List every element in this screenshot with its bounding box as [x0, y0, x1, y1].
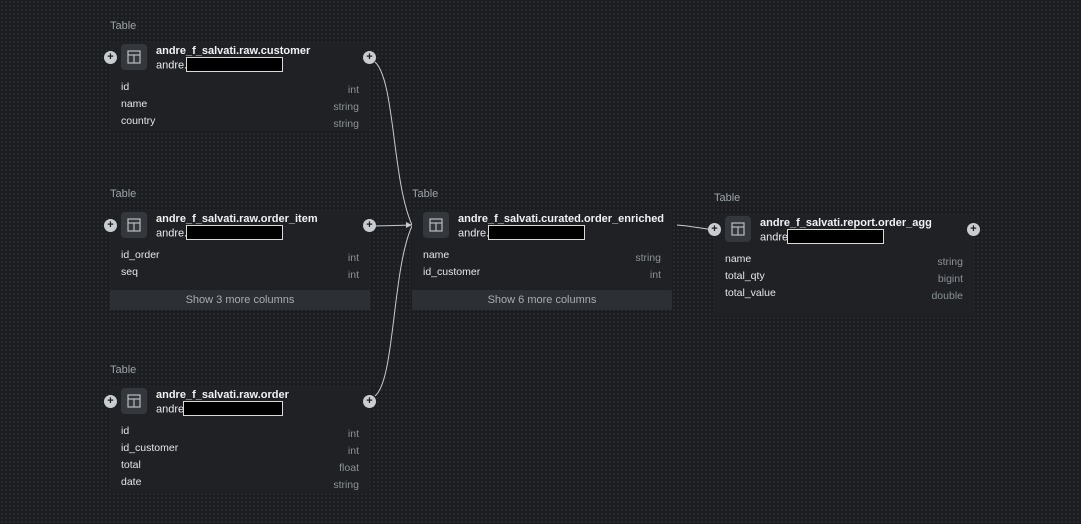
show-more-columns-button[interactable]: Show 3 more columns [110, 290, 370, 310]
column-type: double [931, 290, 963, 302]
edge-order-to-order-enriched [374, 225, 413, 397]
column-name: name [725, 253, 752, 265]
node-owner: andre [156, 401, 284, 416]
node-kind-label: Table [412, 188, 439, 200]
column-row: name string [714, 252, 974, 269]
node-owner: andre [760, 229, 885, 244]
expand-downstream-button[interactable]: + [363, 51, 376, 64]
node-header[interactable]: + andre_f_salvati.report.order_agg andre… [708, 214, 980, 252]
column-type: bigint [937, 273, 963, 285]
column-row: country string [110, 114, 370, 131]
column-row: id_customer int [412, 265, 672, 282]
node-owner: andre. [156, 57, 284, 72]
column-type: int [347, 252, 359, 264]
column-type: int [347, 269, 359, 281]
node-owner: andre. [156, 225, 284, 240]
column-name: id_order [121, 249, 160, 261]
edge-customer-to-order-enriched [374, 61, 413, 226]
owner-text: andre. [458, 227, 490, 240]
column-list: id int id_customer int total float date stri… [110, 424, 370, 492]
column-name: seq [121, 266, 138, 278]
column-row: id_customer int [110, 441, 370, 458]
column-type: string [333, 479, 359, 491]
column-name: name [121, 98, 148, 110]
node-title: andre_f_salvati.report.order_agg [760, 217, 932, 229]
column-name: total_value [725, 287, 776, 299]
column-name: name [423, 249, 450, 261]
table-icon [423, 212, 449, 238]
column-row: date string [110, 475, 370, 492]
column-row: id_order int [110, 248, 370, 265]
expand-upstream-button[interactable]: + [104, 395, 117, 408]
expand-downstream-button[interactable]: + [363, 219, 376, 232]
redacted-block [186, 225, 284, 240]
column-name: id [121, 81, 130, 93]
redacted-block [787, 229, 885, 244]
owner-text: andre. [156, 59, 188, 72]
column-name: date [121, 476, 142, 488]
show-more-columns-button[interactable]: Show 6 more columns [412, 290, 672, 310]
expand-upstream-button[interactable]: + [104, 51, 117, 64]
node-title: andre_f_salvati.raw.customer [156, 45, 311, 57]
column-type: string [937, 256, 963, 268]
table-icon [725, 216, 751, 242]
column-row: id int [110, 80, 370, 97]
owner-text: andre. [156, 227, 188, 240]
node-kind-label: Table [110, 188, 137, 200]
expand-downstream-button[interactable]: + [363, 395, 376, 408]
node-title: andre_f_salvati.curated.order_enriched [458, 213, 665, 225]
column-row: name string [110, 97, 370, 114]
owner-text: andre [156, 403, 185, 416]
column-name: id_customer [121, 442, 179, 454]
node-kind-label: Table [714, 192, 741, 204]
column-type: int [649, 269, 661, 281]
node-kind-label: Table [110, 20, 137, 32]
node-owner: andre. [458, 225, 586, 240]
column-name: total [121, 459, 141, 471]
column-type: float [339, 462, 359, 474]
expand-upstream-button[interactable]: + [104, 219, 117, 232]
column-name: id_customer [423, 266, 481, 278]
table-icon [121, 388, 147, 414]
node-title: andre_f_salvati.raw.order_item [156, 213, 318, 225]
node-title: andre_f_salvati.raw.order [156, 389, 289, 401]
expand-upstream-button[interactable]: + [708, 223, 721, 236]
redacted-block [183, 401, 284, 416]
column-type: string [635, 252, 661, 264]
column-row: id int [110, 424, 370, 441]
column-type: int [347, 445, 359, 457]
node-kind-label: Table [110, 364, 137, 376]
node-header[interactable]: + andre_f_salvati.raw.customer andre. + [104, 42, 376, 80]
column-list: id int name string country string [110, 80, 370, 131]
node-header[interactable]: + andre_f_salvati.raw.order_item andre. … [104, 210, 376, 248]
column-row: name string [412, 248, 672, 265]
expand-downstream-button[interactable]: + [967, 223, 980, 236]
column-list: name string total_qty bigint total_value do… [714, 252, 974, 303]
column-type: int [347, 84, 359, 96]
column-row: total_qty bigint [714, 269, 974, 286]
column-type: int [347, 428, 359, 440]
column-list: name string id_customer int [412, 248, 672, 282]
column-row: total float [110, 458, 370, 475]
edge-order-item-to-order-enriched [374, 224, 413, 227]
column-name: id [121, 425, 130, 437]
column-type: string [333, 118, 359, 130]
node-header[interactable]: andre_f_salvati.curated.order_enriched a… [412, 210, 672, 248]
column-row: seq int [110, 265, 370, 282]
redacted-block [186, 57, 284, 72]
node-header[interactable]: + andre_f_salvati.raw.order andre + [104, 386, 376, 424]
table-icon [121, 212, 147, 238]
column-type: string [333, 101, 359, 113]
column-name: country [121, 115, 156, 127]
redacted-block [488, 225, 586, 240]
column-name: total_qty [725, 270, 765, 282]
column-row: total_value double [714, 286, 974, 303]
owner-text: andre [760, 231, 789, 244]
table-icon [121, 44, 147, 70]
